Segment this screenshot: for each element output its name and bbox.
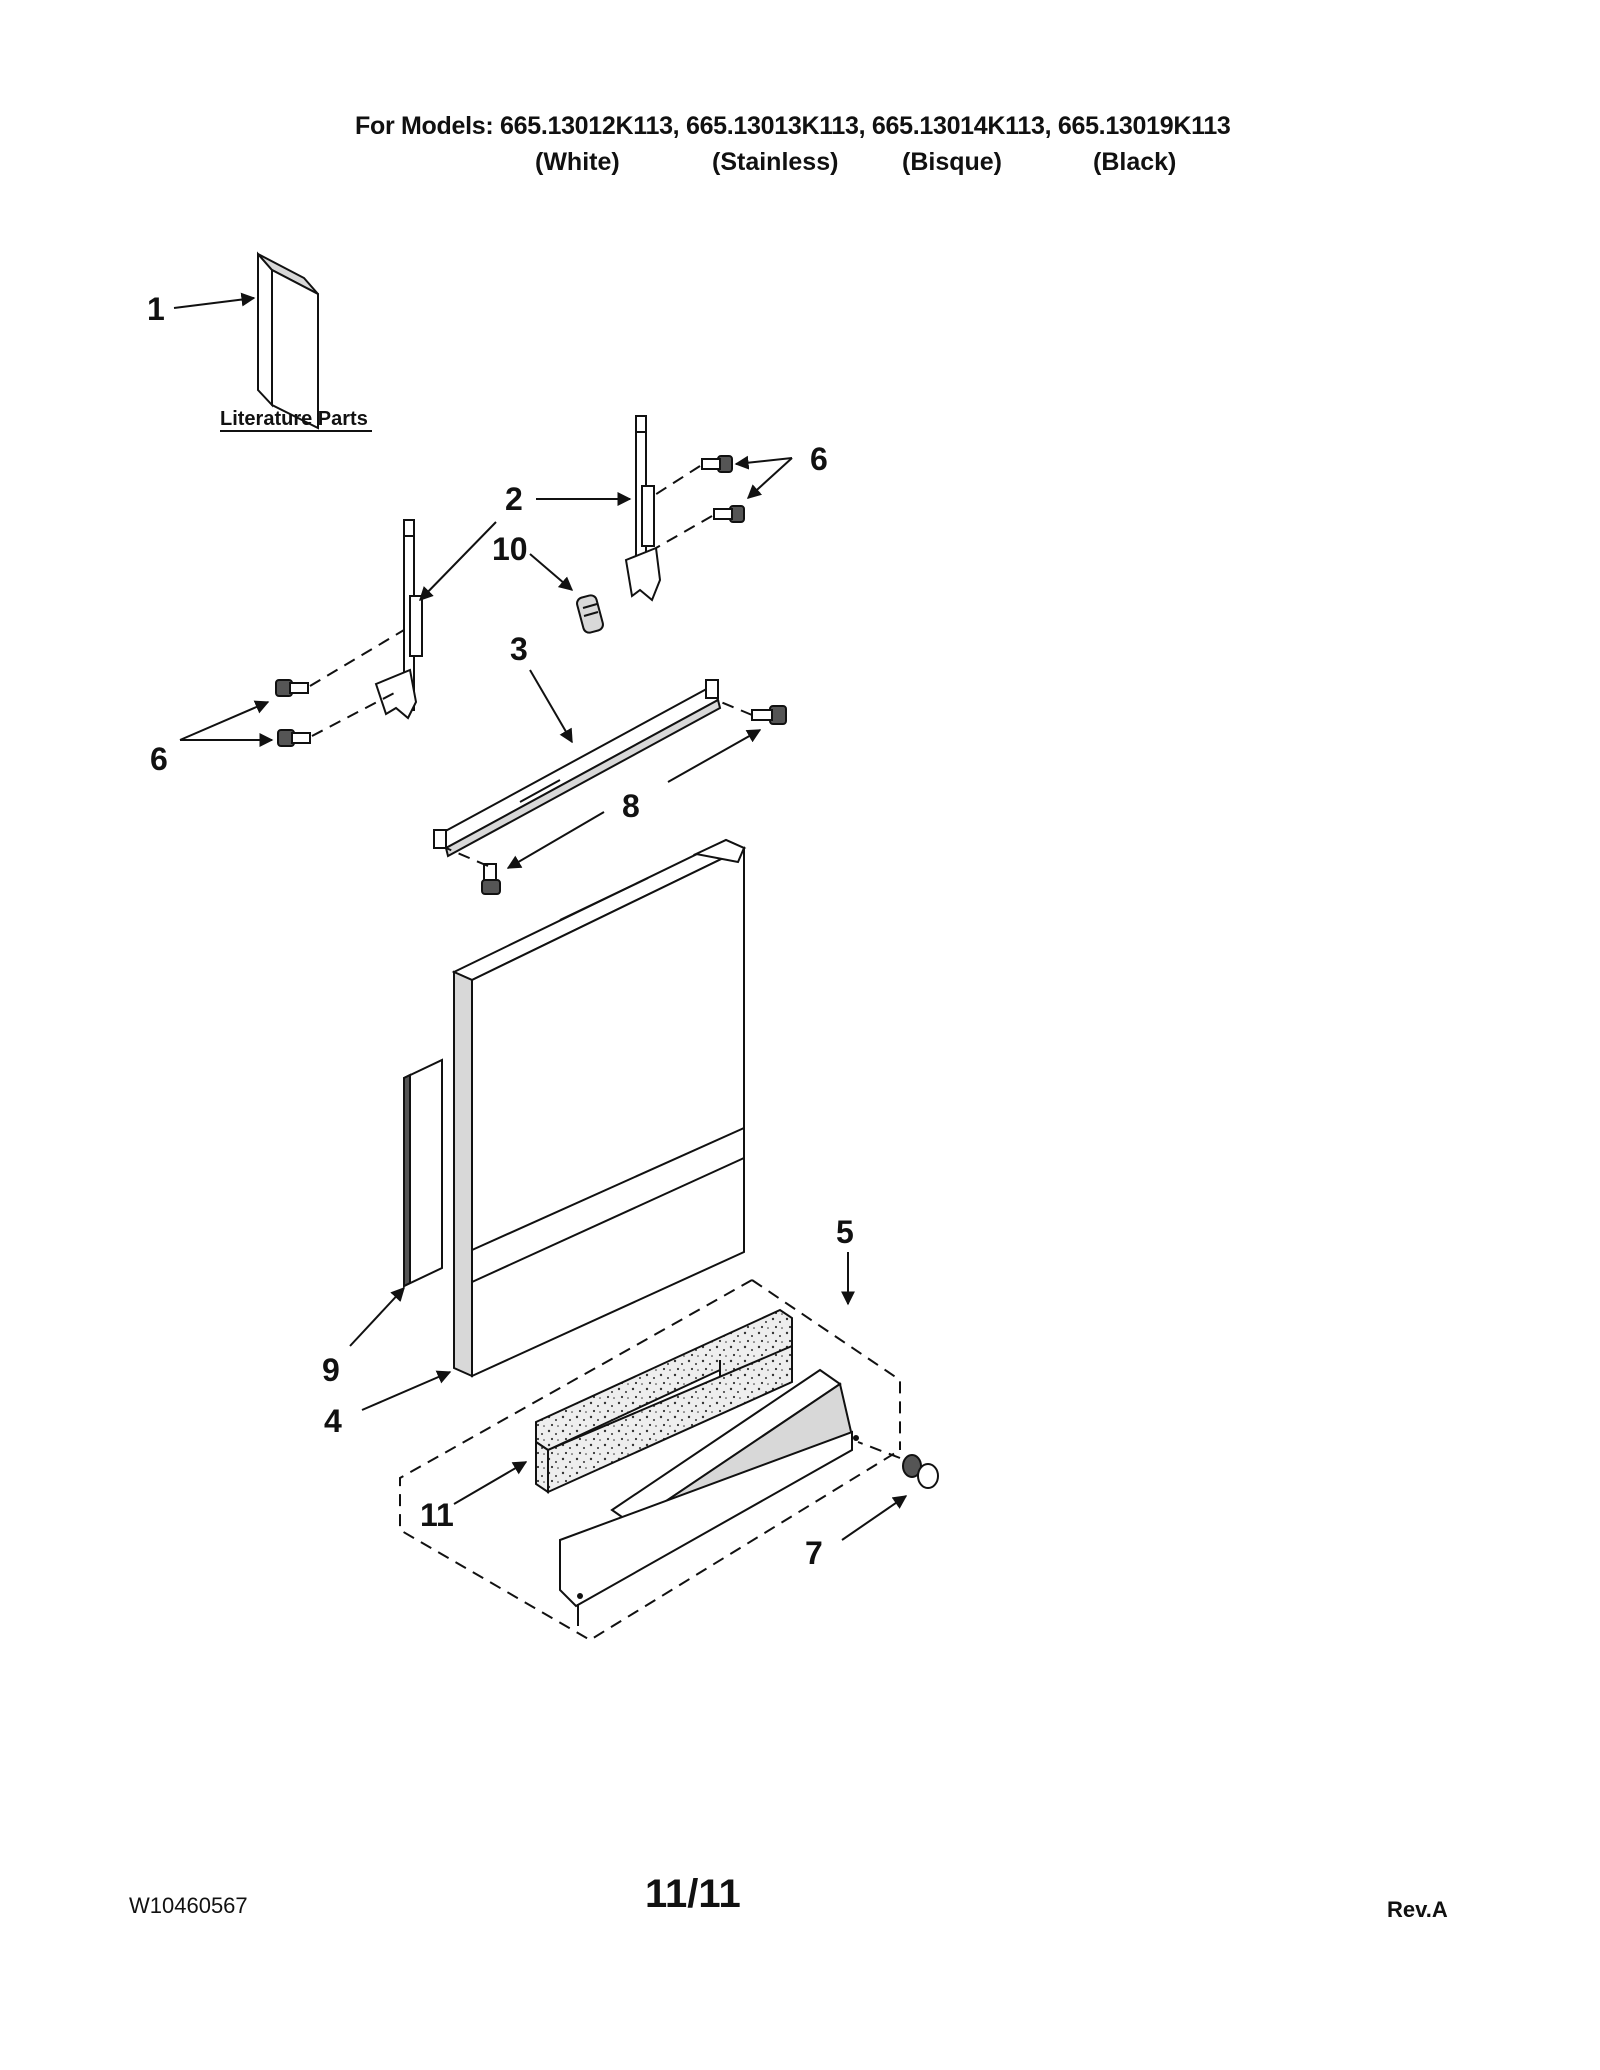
leader-8-right	[667, 729, 762, 783]
callout-5: 5	[836, 1214, 854, 1250]
leader-4	[361, 1370, 452, 1411]
callout-2: 2	[505, 481, 523, 517]
models-line: For Models: 665.13012K113, 665.13013K113…	[355, 112, 1231, 140]
assembly-outline-top	[751, 1279, 901, 1450]
hinge-clip	[576, 594, 604, 634]
callout-1: 1	[147, 291, 165, 327]
literature-booklet	[257, 251, 319, 430]
callout-6-upper: 6	[810, 441, 828, 477]
leader-6-left-upper	[179, 700, 270, 741]
revision-label: Rev.A	[1387, 1897, 1448, 1922]
screw-hinge-right-lower	[713, 505, 745, 523]
dash-right-upper	[649, 465, 701, 499]
assembly-outline-bottom	[399, 1279, 901, 1642]
callout-7: 7	[805, 1535, 823, 1571]
leader-10	[529, 553, 574, 591]
leader-3	[529, 669, 573, 744]
screw-hinge-left-lower	[277, 729, 311, 747]
leader-6-lower	[746, 457, 793, 499]
dash-toe-kick	[857, 1441, 901, 1459]
screw-hinge-left-upper	[275, 679, 309, 697]
leader-8-left	[506, 811, 605, 869]
leader-7	[841, 1495, 908, 1541]
dash-left-lower	[311, 689, 401, 737]
dash-right-lower	[655, 515, 713, 549]
leader-1	[173, 292, 256, 309]
variant-white: (White)	[535, 148, 620, 176]
callout-8: 8	[622, 788, 640, 824]
hinge-left	[374, 519, 423, 720]
screw-channel-right	[751, 705, 787, 725]
hinge-right	[624, 415, 662, 602]
callout-10: 10	[492, 531, 528, 567]
callout-4: 4	[324, 1403, 342, 1439]
leader-2-left	[419, 521, 497, 602]
document-id: W10460567	[129, 1893, 248, 1918]
insulation-foam	[535, 1308, 793, 1494]
screw-channel-left	[481, 863, 501, 895]
callout-11: 11	[420, 1497, 454, 1533]
variant-bisque: (Bisque)	[902, 148, 1002, 176]
variant-black: (Black)	[1093, 148, 1177, 176]
door-top-channel	[433, 679, 722, 858]
callout-9: 9	[322, 1352, 340, 1388]
dash-channel-right	[715, 699, 753, 716]
leader-9	[349, 1286, 405, 1347]
door-gasket	[403, 1058, 443, 1288]
screw-hinge-right-upper	[701, 455, 733, 473]
callout-6-lower: 6	[150, 741, 168, 777]
toe-kick-panel	[559, 1368, 859, 1626]
leader-11	[453, 1461, 528, 1505]
callout-3: 3	[510, 631, 528, 667]
dash-channel-left	[445, 847, 489, 867]
screw-toe-kick	[902, 1454, 939, 1489]
variant-stainless: (Stainless)	[712, 148, 839, 176]
leader-6-upper	[734, 455, 793, 470]
page-number: 11/11	[645, 1872, 741, 1916]
literature-parts-label: Literature Parts	[220, 408, 368, 430]
dash-left-upper	[309, 629, 405, 687]
outer-door-panel	[451, 838, 747, 1378]
